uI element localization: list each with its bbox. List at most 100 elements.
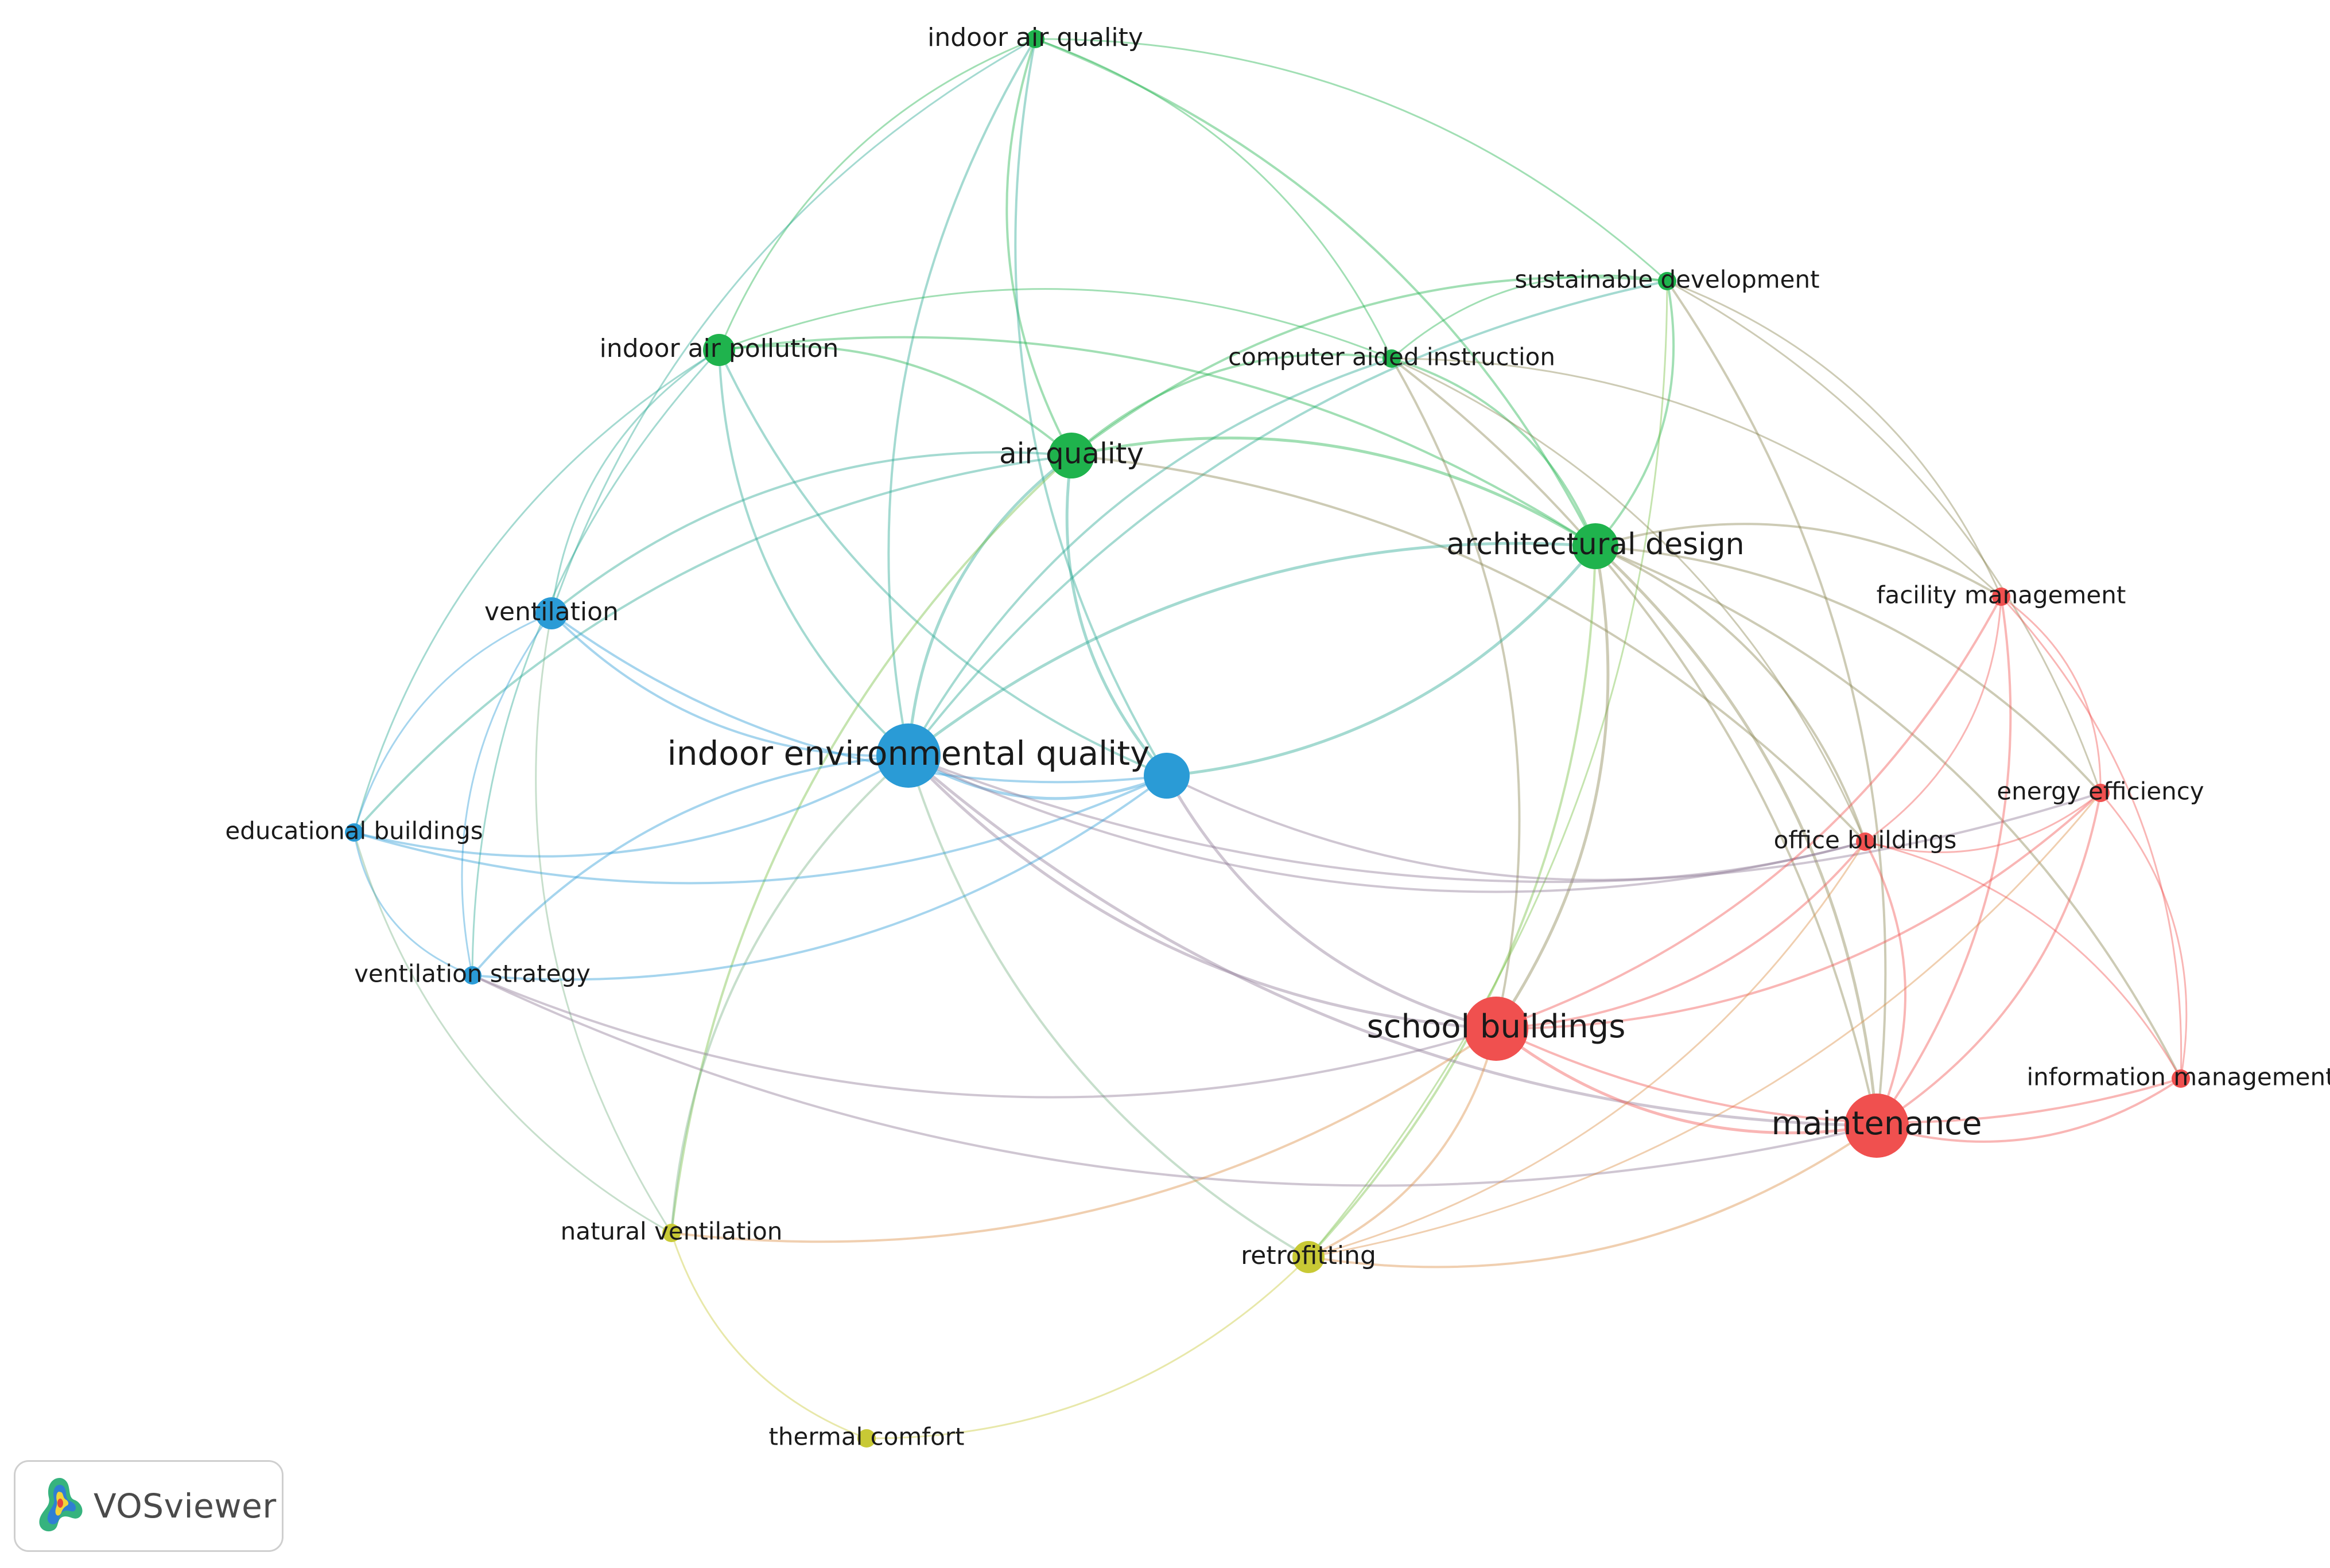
node-label-natural-ventilation[interactable]: natural ventilation — [561, 1217, 783, 1246]
link-air-quality-office-buildings — [1070, 454, 1866, 843]
node-label-maintenance[interactable]: maintenance — [1772, 1105, 1982, 1142]
node-layer — [345, 30, 2190, 1448]
link-indoor-air-pollution-indoor-environmental-quality — [718, 349, 910, 757]
node-label-indoor-environmental-quality[interactable]: indoor environmental quality — [667, 734, 1150, 773]
node-indoor-air-quality[interactable] — [1026, 30, 1044, 48]
node-ventilation-strategy[interactable] — [463, 966, 481, 985]
node-retrofitting[interactable] — [1292, 1241, 1325, 1273]
link-indoor-air-pollution-architectural-design — [718, 336, 1597, 547]
link-architectural-design-blue-hub — [1165, 544, 1597, 777]
link-architectural-design-school-buildings — [1494, 544, 1610, 1030]
node-educational-buildings[interactable] — [345, 823, 363, 842]
link-indoor-air-pollution-educational-buildings — [353, 349, 720, 834]
link-air-quality-blue-hub — [1065, 454, 1168, 777]
node-label-thermal-comfort[interactable]: thermal comfort — [768, 1423, 964, 1451]
node-indoor-air-pollution[interactable] — [703, 334, 735, 366]
link-energy-efficiency-maintenance — [1875, 792, 2102, 1127]
link-indoor-environmental-quality-school-buildings — [907, 754, 1498, 1030]
link-ventilation-strategy-school-buildings — [471, 974, 1497, 1099]
node-label-air-quality[interactable]: air quality — [999, 437, 1144, 470]
link-indoor-air-quality-architectural-design — [1034, 38, 1597, 547]
node-label-indoor-air-pollution[interactable]: indoor air pollution — [600, 334, 839, 363]
node-school-buildings[interactable] — [1464, 997, 1528, 1061]
node-air-quality[interactable] — [1048, 433, 1094, 478]
link-indoor-environmental-quality-office-buildings — [907, 754, 1866, 893]
node-energy-efficiency[interactable] — [2091, 784, 2110, 802]
node-maintenance[interactable] — [1844, 1094, 1909, 1158]
node-label-facility-management[interactable]: facility management — [1877, 581, 2126, 609]
link-indoor-air-pollution-computer-aided-instruction — [718, 288, 1393, 360]
node-thermal-comfort[interactable] — [857, 1429, 876, 1448]
node-label-energy-efficiency[interactable]: energy efficiency — [1997, 777, 2204, 806]
node-sustainable-development[interactable] — [1658, 272, 1676, 290]
link-sustainable-development-maintenance — [1666, 280, 1887, 1127]
node-label-ventilation[interactable]: ventilation — [484, 597, 619, 627]
link-school-buildings-natural-ventilation — [670, 1028, 1497, 1243]
vosviewer-logo-icon — [39, 1478, 83, 1532]
link-blue-hub-educational-buildings — [353, 775, 1168, 885]
link-office-buildings-information-management — [1864, 841, 2182, 1080]
link-maintenance-retrofitting — [1307, 1125, 1878, 1269]
link-ventilation-blue-hub — [550, 612, 1168, 784]
node-information-management[interactable] — [2172, 1069, 2190, 1088]
link-indoor-air-quality-indoor-air-pollution — [718, 38, 1036, 351]
node-label-indoor-air-quality[interactable]: indoor air quality — [927, 23, 1143, 52]
link-sustainable-development-computer-aided-instruction — [1391, 274, 1668, 360]
link-retrofitting-thermal-comfort — [865, 1256, 1310, 1439]
node-label-school-buildings[interactable]: school buildings — [1367, 1008, 1626, 1045]
node-label-computer-aided-instruction[interactable]: computer aided instruction — [1228, 343, 1555, 371]
link-indoor-environmental-quality-natural-ventilation — [670, 754, 910, 1234]
link-indoor-air-quality-ventilation — [550, 38, 1036, 614]
node-office-buildings[interactable] — [1856, 832, 1874, 851]
link-office-buildings-school-buildings — [1495, 841, 1866, 1030]
link-ventilation-natural-ventilation — [535, 612, 673, 1234]
link-layer — [353, 38, 2188, 1439]
link-energy-efficiency-information-management — [2099, 792, 2188, 1080]
link-school-buildings-information-management — [1495, 1028, 2182, 1123]
link-indoor-environmental-quality-maintenance — [907, 754, 1878, 1127]
link-ventilation-educational-buildings — [353, 612, 553, 834]
link-architectural-design-indoor-environmental-quality — [907, 542, 1597, 757]
link-indoor-air-pollution-blue-hub — [718, 349, 1168, 777]
link-educational-buildings-natural-ventilation — [353, 831, 673, 1234]
link-ventilation-strategy-maintenance — [471, 974, 1878, 1187]
link-architectural-design-energy-efficiency — [1594, 545, 2102, 794]
link-indoor-air-quality-sustainable-development — [1034, 38, 1668, 282]
node-blue-hub[interactable] — [1144, 753, 1190, 799]
node-ventilation[interactable] — [535, 597, 568, 629]
link-sustainable-development-facility-management — [1666, 280, 2002, 598]
link-school-buildings-maintenance — [1494, 1027, 1878, 1134]
node-natural-ventilation[interactable] — [662, 1224, 681, 1242]
link-energy-efficiency-school-buildings — [1495, 792, 2102, 1030]
link-air-quality-indoor-environmental-quality — [907, 454, 1073, 757]
node-label-office-buildings[interactable]: office buildings — [1774, 826, 1957, 854]
node-computer-aided-instruction[interactable] — [1383, 349, 1401, 368]
node-label-architectural-design[interactable]: architectural design — [1446, 527, 1744, 562]
vosviewer-badge: VOSviewer — [14, 1460, 284, 1552]
link-air-quality-natural-ventilation — [670, 454, 1073, 1234]
node-facility-management[interactable] — [1992, 587, 2010, 606]
link-sustainable-development-indoor-environmental-quality — [907, 280, 1668, 757]
node-indoor-environmental-quality[interactable] — [876, 723, 941, 788]
link-computer-aided-instruction-office-buildings — [1391, 357, 1866, 843]
node-label-information-management[interactable]: information management — [2026, 1063, 2330, 1091]
link-computer-aided-instruction-air-quality — [1070, 353, 1393, 457]
link-architectural-design-office-buildings — [1594, 545, 1866, 843]
node-label-sustainable-development[interactable]: sustainable development — [1514, 266, 1819, 294]
link-computer-aided-instruction-maintenance — [1391, 357, 1878, 1127]
link-air-quality-architectural-design — [1070, 436, 1597, 548]
link-office-buildings-maintenance — [1864, 841, 1907, 1127]
node-label-ventilation-strategy[interactable]: ventilation strategy — [354, 960, 591, 988]
link-sustainable-development-retrofitting — [1307, 280, 1668, 1258]
link-school-buildings-retrofitting — [1307, 1028, 1497, 1258]
node-architectural-design[interactable] — [1572, 523, 1618, 569]
link-indoor-air-pollution-ventilation — [550, 349, 720, 614]
link-indoor-air-pollution-ventilation-strategy — [471, 349, 720, 976]
node-label-educational-buildings[interactable]: educational buildings — [225, 817, 483, 845]
link-blue-hub-ventilation-strategy — [471, 775, 1168, 981]
link-computer-aided-instruction-indoor-environmental-quality — [907, 357, 1393, 757]
node-label-retrofitting[interactable]: retrofitting — [1241, 1241, 1376, 1270]
link-maintenance-information-management — [1875, 1077, 2182, 1143]
link-natural-ventilation-thermal-comfort — [670, 1232, 868, 1439]
link-energy-efficiency-retrofitting — [1307, 792, 2102, 1258]
